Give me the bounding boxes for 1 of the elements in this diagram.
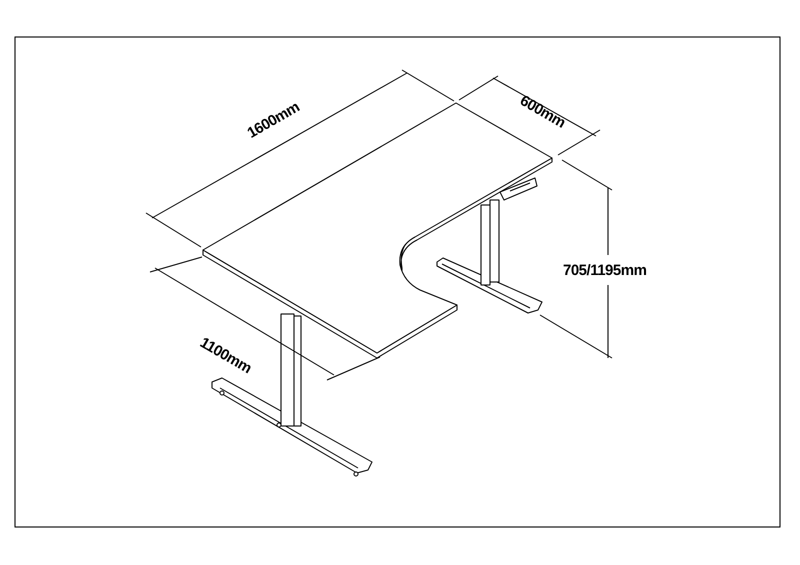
dimension-label: 705/1195mm xyxy=(563,263,646,278)
